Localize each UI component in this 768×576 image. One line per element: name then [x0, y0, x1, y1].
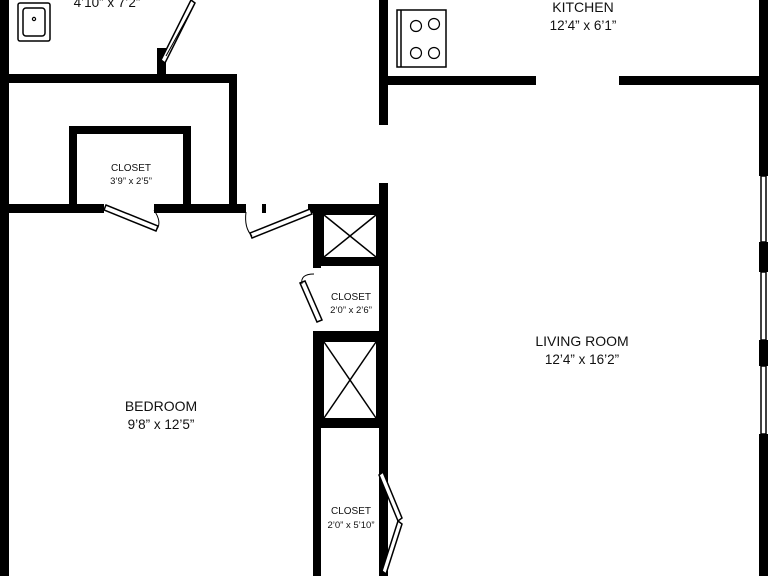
- wall-outer-right-1: [759, 85, 768, 176]
- living-room-label: LIVING ROOM: [535, 333, 628, 349]
- kitchen-label: KITCHEN: [552, 0, 613, 15]
- door-closet-c: [378, 470, 403, 576]
- wall-closet-a-right: [183, 126, 191, 212]
- wall-closet-col-left-1: [313, 204, 321, 268]
- wall-bath-bottom-right: [163, 74, 237, 83]
- closet-b-label: CLOSET: [331, 292, 371, 303]
- bedroom-label: BEDROOM: [125, 398, 197, 414]
- bedroom-dimensions: 9’8” x 12’5”: [128, 417, 195, 432]
- stove-icon: [396, 9, 447, 68]
- wall-bedroom-top-2: [154, 204, 246, 213]
- closet-c-label: CLOSET: [331, 506, 371, 517]
- wall-hall-vertical: [229, 74, 237, 212]
- doors: [103, 0, 403, 576]
- wall-bath-door-jamb: [157, 48, 166, 78]
- closet-c-dimensions: 2’0” x 5’10”: [328, 520, 375, 531]
- sink-icon: [17, 2, 51, 42]
- wall-bedroom-top-3: [262, 204, 266, 213]
- shelf-box-middle: [318, 336, 382, 424]
- door-bath: [160, 0, 196, 65]
- wall-bedroom-top-4: [308, 204, 388, 213]
- wall-closet-a-top: [69, 126, 191, 134]
- wall-closet-col-left-2: [313, 332, 321, 576]
- closet-b-dimensions: 2’0” x 2’6”: [330, 305, 372, 316]
- closet-a-label: CLOSET: [111, 163, 151, 174]
- wall-kitchen-bottom-left: [379, 76, 536, 85]
- door-closet-b: [299, 273, 323, 323]
- shelving: [318, 210, 382, 424]
- wall-closet-a-left: [69, 126, 77, 212]
- wall-outer-right-3: [759, 340, 768, 366]
- room-labels: 4’10” x 7’2” KITCHEN 12’4” x 6’1” CLOSET…: [74, 0, 629, 531]
- wall-bath-bottom-left: [0, 74, 163, 83]
- wall-closet-b-bottom: [313, 331, 388, 339]
- wall-kitchen-left: [379, 0, 388, 125]
- living-room-dimensions: 12’4” x 16’2”: [545, 352, 619, 367]
- shelf-box-top: [318, 210, 382, 262]
- wall-central-partition: [379, 183, 388, 576]
- door-closet-a: [103, 204, 160, 232]
- closet-a-dimensions: 3’9” x 2’5”: [110, 176, 152, 187]
- wall-kitchen-bottom-right: [619, 76, 768, 85]
- wall-bedroom-top-1: [0, 204, 104, 213]
- bath-dimensions: 4’10” x 7’2”: [74, 0, 141, 10]
- wall-right-upper: [759, 0, 768, 85]
- windows: [760, 175, 767, 435]
- wall-outer-right-4: [759, 434, 768, 576]
- window-1: [760, 175, 767, 243]
- window-3: [760, 365, 767, 435]
- kitchen-dimensions: 12’4” x 6’1”: [550, 18, 617, 33]
- door-hall: [245, 208, 313, 239]
- wall-outer-left: [0, 83, 9, 576]
- wall-bath-left: [0, 0, 9, 76]
- wall-outer-right-2: [759, 242, 768, 272]
- window-2: [760, 271, 767, 341]
